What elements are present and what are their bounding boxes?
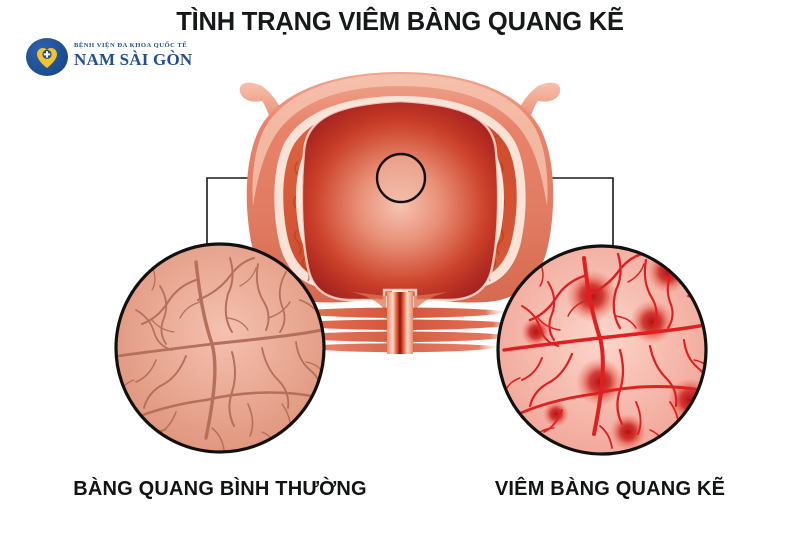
hospital-logo[interactable]: BỆNH VIỆN ĐA KHOA QUỐC TẾ NAM SÀI GÒN	[26, 36, 206, 80]
bladder-organ	[239, 72, 561, 354]
caption-interstitial-cystitis: VIÊM BÀNG QUANG KẼ	[494, 478, 726, 500]
inflamed-vessels	[502, 252, 706, 449]
logo-circle	[26, 38, 68, 76]
magnifier-marker-circle	[375, 152, 427, 204]
logo-name: NAM SÀI GÒN	[74, 50, 193, 69]
panel-inflamed-bladder	[496, 244, 708, 456]
logo-subtitle: BỆNH VIỆN ĐA KHOA QUỐC TẾ	[74, 42, 188, 49]
heart-cross-icon	[37, 48, 57, 68]
normal-panel-border	[114, 242, 326, 454]
pelvic-muscle-bands	[278, 304, 522, 354]
page-title: TÌNH TRẠNG VIÊM BÀNG QUANG KẼ	[176, 8, 624, 36]
inflamed-content	[502, 251, 706, 450]
caption-normal-bladder: BÀNG QUANG BÌNH THƯỜNG	[73, 478, 367, 500]
logo-text-block: BỆNH VIỆN ĐA KHOA QUỐC TẾ NAM SÀI GÒN	[74, 36, 206, 70]
normal-vessels	[116, 256, 324, 451]
inflamed-panel-border	[496, 244, 708, 456]
panel-normal-bladder	[114, 242, 326, 454]
